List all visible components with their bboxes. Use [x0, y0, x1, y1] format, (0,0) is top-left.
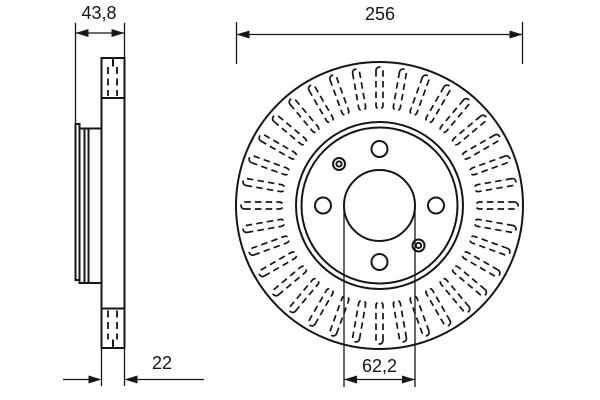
vent-slot	[288, 277, 320, 314]
vent-slot	[288, 97, 320, 134]
vent-slot	[375, 66, 384, 110]
vent-slot	[469, 235, 511, 257]
set-screw-hole-lower-right	[411, 238, 426, 253]
vent-slot	[248, 154, 290, 176]
vent-slot	[307, 287, 334, 327]
section-ring-outline	[100, 57, 126, 349]
vent-slot	[473, 177, 517, 193]
arrowhead-left	[75, 29, 89, 37]
vent-slot	[475, 201, 519, 210]
bolt-hole-top	[370, 140, 389, 158]
dimension-label-outer-diameter: 256	[365, 4, 395, 24]
bolt-holes	[314, 140, 445, 271]
vent-slot	[451, 265, 488, 297]
vent-slot	[439, 277, 471, 314]
vent-slot	[461, 133, 501, 160]
extension-lines	[343, 205, 416, 387]
arrowhead-left	[88, 375, 102, 384]
vent-slot	[425, 84, 452, 124]
set-screw-hole-lower-right-inner	[414, 241, 423, 250]
arrowhead-right	[124, 375, 138, 384]
arrowhead-left	[236, 30, 250, 39]
vent-slot	[328, 295, 350, 337]
dimension-label-disc-thickness: 22	[152, 353, 172, 373]
vent-slot	[351, 299, 367, 343]
bolt-hole-right	[427, 196, 445, 215]
set-screw-hole-upper-left-inner	[335, 160, 343, 168]
extension-lines	[235, 22, 524, 64]
front-view	[235, 61, 524, 350]
vent-slot	[473, 218, 517, 234]
vent-slot	[409, 295, 431, 337]
dimension-label-center-bore: 62,2	[362, 356, 397, 376]
vent-slot	[409, 74, 431, 116]
vent-slot	[328, 74, 350, 116]
vent-slot	[439, 97, 471, 134]
vent-slot-ring	[240, 66, 519, 345]
hat-edge-circle	[300, 126, 459, 285]
extension-lines	[74, 23, 126, 124]
vent-slot	[469, 154, 511, 176]
vent-slot	[375, 301, 384, 345]
set-screw-hole-upper-left	[332, 157, 346, 171]
arrowhead-right	[402, 375, 415, 384]
friction-surface-inner-circle	[295, 121, 464, 290]
center-bore-circle	[343, 169, 416, 242]
vent-slot	[242, 218, 286, 234]
vent-slot	[392, 299, 408, 343]
dimension-center-bore: 62,2	[343, 205, 416, 387]
dimension-outer-diameter: 256	[235, 4, 524, 64]
vent-slot	[351, 68, 367, 112]
vent-slot	[242, 177, 286, 193]
vent-slot	[258, 251, 298, 278]
vent-slot	[258, 133, 298, 160]
set-screw-holes	[332, 157, 426, 253]
vent-slot	[271, 114, 308, 146]
vent-slot	[248, 235, 290, 257]
arrowhead-right	[111, 29, 125, 37]
vent-slot	[425, 287, 452, 327]
dimension-label-overall-width: 43,8	[81, 3, 116, 23]
vent-slot	[307, 84, 334, 124]
vent-slot	[240, 201, 284, 210]
section-vent-hidden-lines	[107, 67, 118, 340]
vent-slot	[451, 114, 488, 146]
dimension-disc-thickness: 22	[63, 348, 204, 386]
bolt-hole-left	[314, 196, 332, 215]
vent-slot	[271, 265, 308, 297]
section-view	[74, 57, 126, 349]
section-vent-dividers	[100, 97, 126, 310]
section-hat-outline	[74, 123, 103, 284]
arrowhead-right	[509, 30, 523, 39]
vent-slot	[392, 68, 408, 112]
outer-edge-circle	[235, 61, 524, 350]
dimension-overall-width: 43,8	[74, 3, 126, 124]
arrowhead-left	[344, 375, 357, 384]
vent-slot	[461, 251, 501, 278]
bolt-hole-bottom	[370, 253, 389, 271]
extension-lines	[100, 348, 126, 386]
